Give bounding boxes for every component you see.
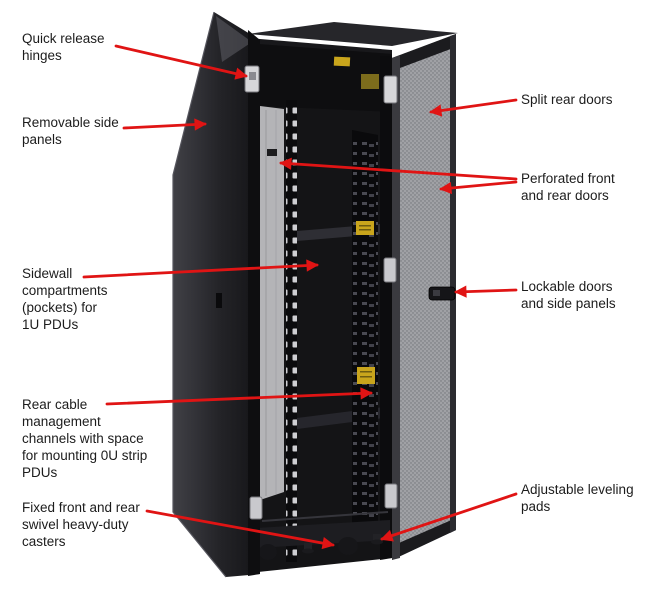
warning-label-top — [333, 56, 351, 67]
callout-quick-release-hinges: Quick release hinges — [22, 31, 105, 63]
warning-label-lower — [357, 367, 375, 384]
arrow-quick-release-hinges — [114, 44, 248, 80]
quick-release-hinge-latch — [249, 72, 256, 80]
rack-illustration — [172, 11, 458, 578]
callout-arrows — [82, 44, 518, 550]
arrow-split-rear-doors — [429, 98, 518, 117]
rear-door-hinge-top — [383, 75, 398, 104]
rack-top-panel — [248, 22, 458, 46]
door-lock-keyhole — [433, 290, 440, 296]
arrow-perforated-rear-door — [439, 180, 518, 195]
front-door-edge — [248, 30, 260, 576]
caster-wheel-right — [338, 537, 358, 555]
rear-door-outer-edge — [450, 34, 456, 533]
base-inner-rail — [261, 511, 389, 522]
arrow-lockable-doors — [454, 285, 518, 298]
front-door-highlight — [216, 16, 252, 62]
base-frame — [256, 520, 390, 548]
callout-lockable-doors: Lockable doors and side panels — [521, 279, 616, 311]
leveling-pad-left-foot — [302, 548, 314, 554]
arrow-leveling-pads — [380, 492, 518, 542]
equipment-label-top — [361, 74, 379, 89]
rear-door-top-frame — [392, 34, 456, 71]
front-door — [172, 11, 263, 578]
callout-perforated-doors: Perforated front and rear doors — [521, 171, 615, 203]
leveling-pad-right-foot — [371, 539, 383, 545]
arrow-casters — [145, 509, 335, 550]
callout-sidewall-compartments: Sidewall compartments (pockets) for 1U P… — [22, 266, 108, 332]
callout-rear-cable-channels: Rear cable management channels with spac… — [22, 397, 148, 480]
arrow-sidewall-compartments — [82, 259, 319, 279]
rear-door-hinge-edge — [392, 55, 400, 560]
rear-door-bottom-frame — [392, 518, 456, 560]
label-line3 — [360, 371, 372, 373]
callout-leveling-pads: Adjustable leveling pads — [521, 482, 634, 514]
arrow-rear-cable-channels — [105, 387, 373, 406]
arrow-perforated-front-door — [279, 157, 518, 181]
front-door-hinge-bottom — [249, 496, 263, 520]
warning-label-mid — [356, 221, 374, 235]
interior-right-frame — [380, 56, 392, 560]
front-door-edge-view — [260, 106, 284, 500]
front-door-latch — [216, 293, 222, 308]
caster-wheel-left — [259, 544, 277, 560]
leveling-pad-left — [304, 543, 312, 550]
product-label-chip — [267, 149, 277, 156]
label-line2 — [359, 229, 371, 231]
arrow-removable-side-panels — [122, 118, 207, 131]
mounting-rail-holes — [286, 104, 297, 558]
rear-door-perforated — [383, 34, 456, 560]
callout-casters: Fixed front and rear swivel heavy-duty c… — [22, 500, 140, 549]
label-line — [359, 225, 371, 227]
label-line4 — [360, 376, 372, 378]
front-door-outline — [172, 11, 227, 578]
door-lock-handle — [428, 286, 456, 301]
rack-interior-ceiling — [258, 44, 392, 112]
rear-door-hinge-middle — [383, 257, 397, 283]
leveling-pad-right — [373, 534, 381, 541]
callout-split-rear-doors: Split rear doors — [521, 92, 613, 107]
cable-channel-slots — [353, 140, 378, 520]
rear-door-hinge-bottom — [384, 483, 398, 509]
callout-removable-side-panels: Removable side panels — [22, 115, 119, 147]
rear-door-perforation — [392, 34, 456, 560]
